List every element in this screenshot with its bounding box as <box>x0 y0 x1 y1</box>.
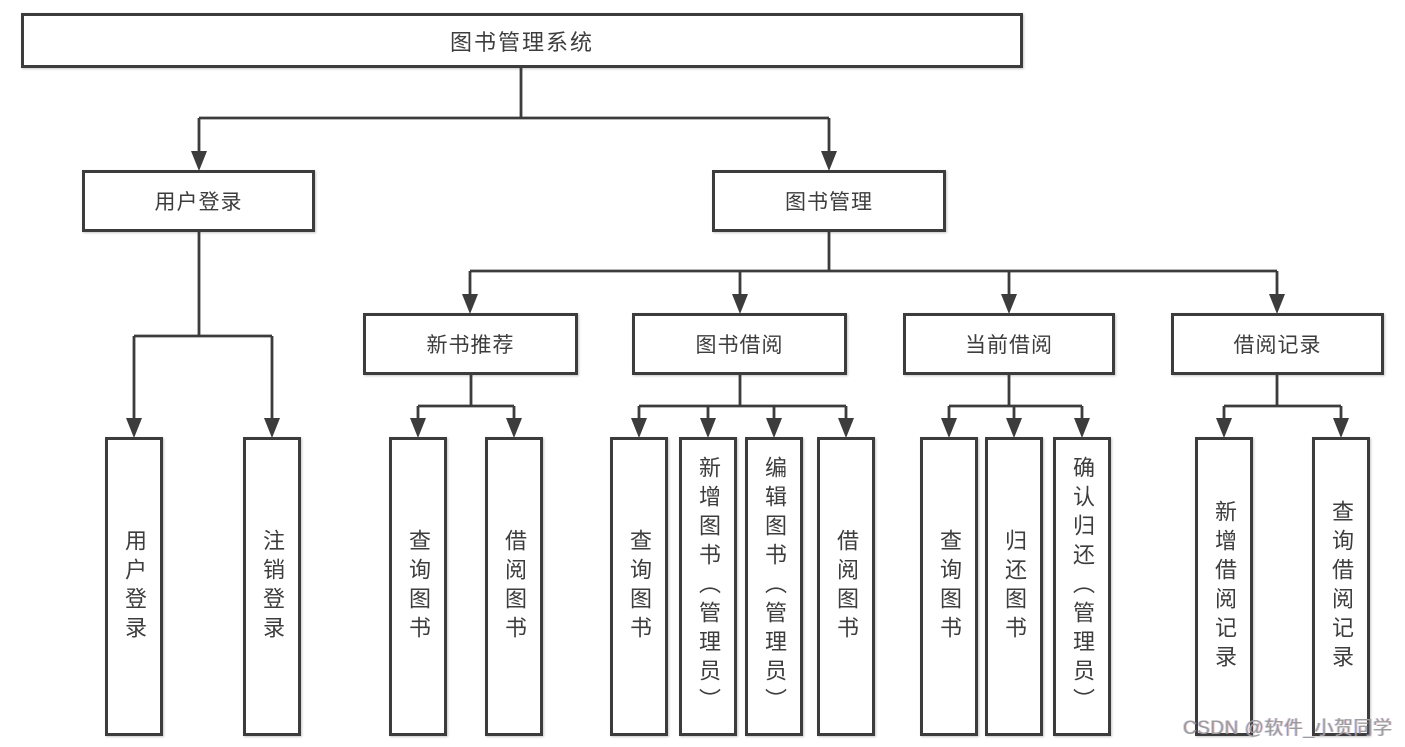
connectors-current-borrow <box>941 375 1090 438</box>
connectors-root <box>191 68 837 171</box>
node-label: 新增图书（管理员） <box>696 456 721 717</box>
node-label: 查询借阅记录 <box>1329 499 1354 674</box>
connectors-book-management <box>462 232 1285 314</box>
arrowhead <box>1006 418 1022 438</box>
arrowhead <box>462 294 478 314</box>
arrowhead <box>1074 418 1090 438</box>
arrowhead <box>631 418 647 438</box>
arrowhead <box>1333 418 1349 438</box>
connectors-book-borrow <box>631 375 854 438</box>
csdn-watermark: CSDN @软件_小贺同学 <box>1183 718 1393 739</box>
node-user-login: 用户登录 <box>82 170 315 232</box>
leaf-query-book-borrow: 查询图书 <box>610 437 668 736</box>
leaf-add-borrow-record: 新增借阅记录 <box>1195 437 1253 736</box>
arrowhead <box>700 418 716 438</box>
node-label: 图书管理 <box>785 191 873 214</box>
node-label: 借阅记录 <box>1233 334 1322 357</box>
node-label: 查询图书 <box>627 528 652 645</box>
node-label: 注销登录 <box>260 528 285 645</box>
arrowhead <box>506 418 522 438</box>
arrowhead <box>732 294 748 314</box>
arrowhead <box>1269 294 1285 314</box>
node-current-borrow: 当前借阅 <box>903 313 1115 375</box>
node-book-borrow: 图书借阅 <box>632 313 847 375</box>
arrowhead <box>821 151 837 171</box>
leaf-query-borrow-record: 查询借阅记录 <box>1312 437 1370 736</box>
node-label: 归还图书 <box>1002 528 1027 645</box>
leaf-confirm-return-admin: 确认归还（管理员） <box>1053 437 1111 736</box>
arrowhead <box>1001 294 1017 314</box>
connectors-new-book-recommend <box>410 375 522 438</box>
leaf-borrow-book-recommend: 借阅图书 <box>485 437 543 736</box>
arrowhead <box>766 418 782 438</box>
node-label: 借阅图书 <box>502 528 527 645</box>
node-label: 当前借阅 <box>965 334 1053 357</box>
leaf-query-book-current: 查询图书 <box>920 437 978 736</box>
node-library-management-system: 图书管理系统 <box>21 13 1023 68</box>
node-label: 用户登录 <box>154 191 243 214</box>
leaf-add-book-admin: 新增图书（管理员） <box>679 437 737 736</box>
arrowhead <box>1216 418 1232 438</box>
node-label: 新书推荐 <box>426 334 515 357</box>
connectors-user-login <box>126 232 280 438</box>
node-label: 查询图书 <box>406 528 431 645</box>
node-label: 借阅图书 <box>834 528 859 645</box>
connectors-borrow-record <box>1216 375 1349 438</box>
arrowhead <box>191 151 207 171</box>
arrowhead <box>410 418 426 438</box>
node-label: 确认归还（管理员） <box>1070 456 1095 717</box>
node-book-management: 图书管理 <box>712 170 946 232</box>
leaf-query-book-recommend: 查询图书 <box>389 437 447 736</box>
leaf-return-book: 归还图书 <box>985 437 1043 736</box>
leaf-borrow-book: 借阅图书 <box>817 437 875 736</box>
leaf-user-login: 用户登录 <box>105 437 163 736</box>
leaf-logout: 注销登录 <box>243 437 301 736</box>
node-label: 查询图书 <box>937 528 962 645</box>
arrowhead <box>126 418 142 438</box>
arrowhead <box>838 418 854 438</box>
arrowhead <box>264 418 280 438</box>
node-borrow-record: 借阅记录 <box>1171 313 1384 375</box>
node-new-book-recommend: 新书推荐 <box>363 313 578 375</box>
node-label: 新增借阅记录 <box>1212 499 1237 674</box>
node-label: 编辑图书（管理员） <box>762 456 787 717</box>
leaf-edit-book-admin: 编辑图书（管理员） <box>745 437 803 736</box>
node-label: 图书管理系统 <box>449 29 594 55</box>
node-label: 用户登录 <box>122 528 147 645</box>
node-label: 图书借阅 <box>695 334 784 357</box>
arrowhead <box>941 418 957 438</box>
